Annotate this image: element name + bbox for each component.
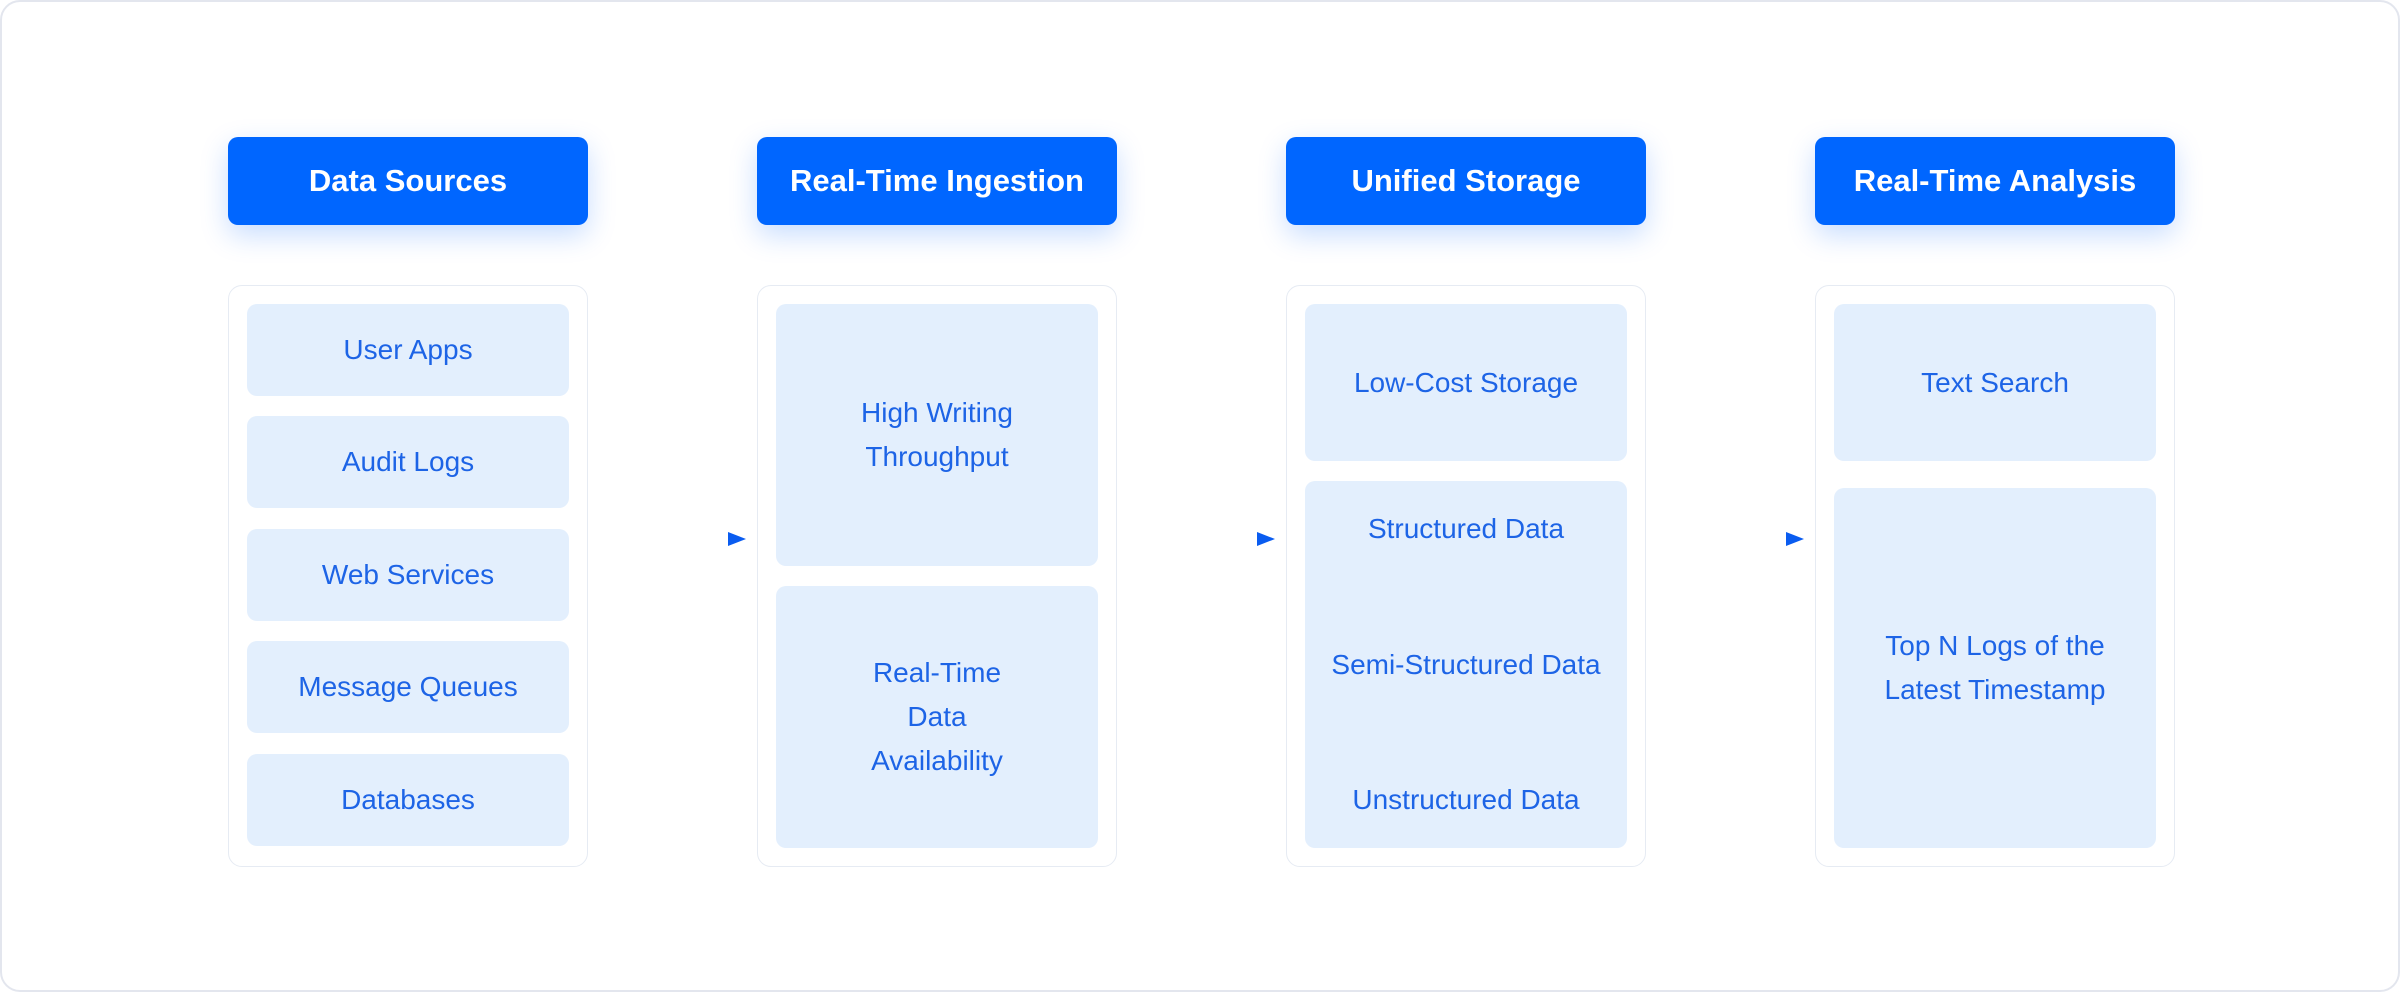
item-databases: Databases	[247, 754, 569, 846]
arrow-right-icon	[1117, 532, 1275, 546]
header-real-time-analysis: Real-Time Analysis	[1815, 137, 2175, 225]
item-data-types: Structured Data Semi-Structured Data Uns…	[1305, 481, 1627, 848]
header-data-sources: Data Sources	[228, 137, 588, 225]
item-real-time-data-availability: Real-Time Data Availability	[776, 586, 1098, 848]
item-low-cost-storage: Low-Cost Storage	[1305, 304, 1627, 461]
header-real-time-ingestion: Real-Time Ingestion	[757, 137, 1117, 225]
item-line: Latest Timestamp	[1884, 674, 2106, 705]
item-top-n-logs: Top N Logs of the Latest Timestamp	[1834, 488, 2156, 848]
item-semi-structured-data: Semi-Structured Data	[1331, 648, 1601, 680]
panel-real-time-ingestion: High Writing Throughput Real-Time Data A…	[757, 285, 1117, 867]
item-structured-data: Structured Data	[1367, 513, 1565, 544]
item-web-services: Web Services	[247, 529, 569, 621]
header-unified-storage: Unified Storage	[1286, 137, 1646, 225]
panel-unified-storage: Low-Cost Storage Structured Data Semi-St…	[1286, 285, 1646, 867]
item-line: Real-Time	[872, 657, 1002, 688]
item-line: Availability	[871, 745, 1003, 776]
panel-data-sources: User Apps Audit Logs Web Services Messag…	[228, 285, 588, 867]
item-line: Throughput	[865, 441, 1009, 472]
item-line: High Writing	[861, 397, 1013, 428]
item-audit-logs: Audit Logs	[247, 416, 569, 508]
arrow-right-icon	[1646, 532, 1804, 546]
arrow-right-icon	[588, 532, 746, 546]
panel-real-time-analysis: Text Search Top N Logs of the Latest Tim…	[1815, 285, 2175, 867]
item-high-writing-throughput: High Writing Throughput	[776, 304, 1098, 566]
item-user-apps: User Apps	[247, 304, 569, 396]
item-unstructured-data: Unstructured Data	[1352, 784, 1580, 815]
item-line: Top N Logs of the	[1885, 630, 2105, 661]
item-text-search: Text Search	[1834, 304, 2156, 461]
item-line: Data	[907, 701, 967, 732]
item-message-queues: Message Queues	[247, 641, 569, 733]
